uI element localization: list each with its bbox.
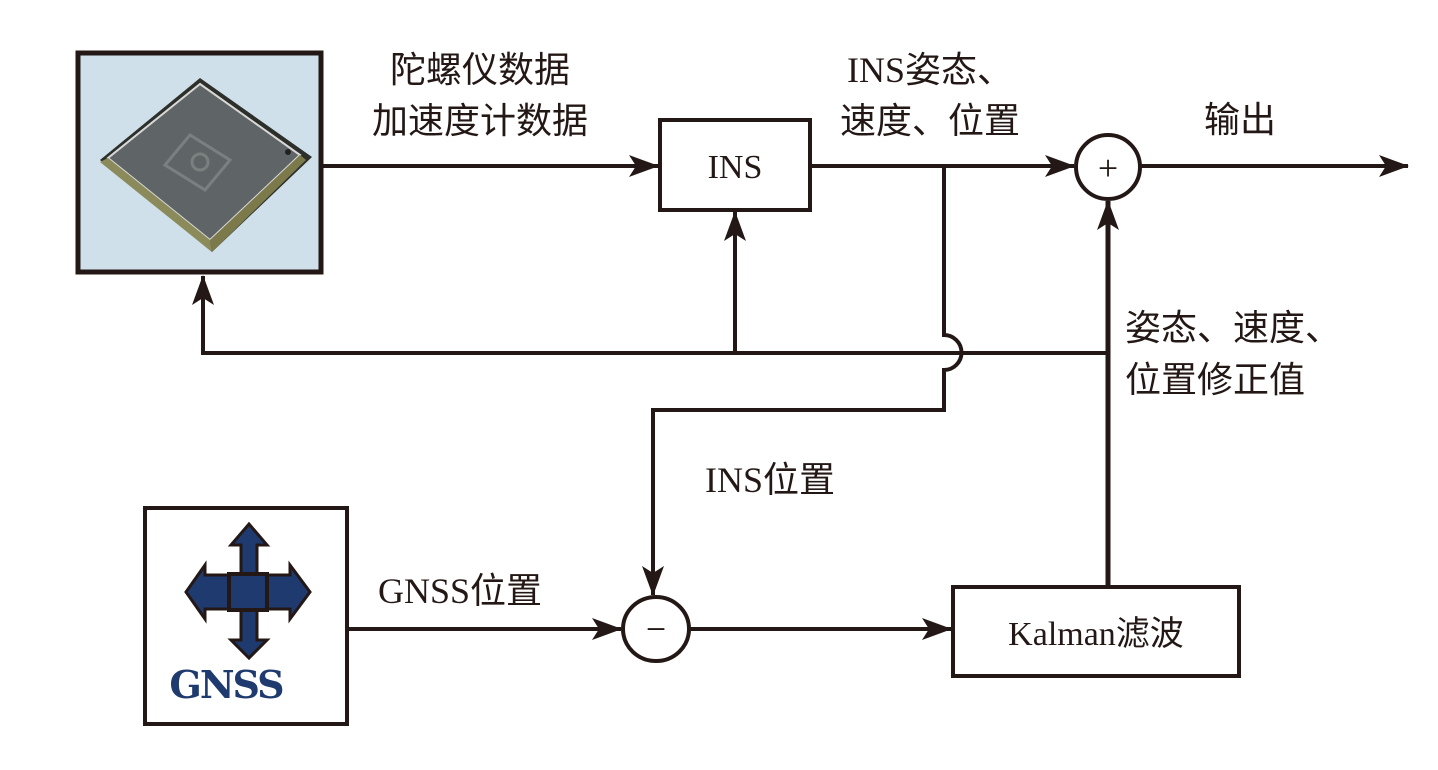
label-ins-position: INS位置: [705, 460, 835, 500]
ins-block: INS: [658, 118, 812, 212]
imu-image-block: [75, 50, 324, 275]
label-ins-state-line2: 速度、位置: [840, 101, 1020, 141]
edge-ins-position-tap: [651, 166, 964, 594]
kalman-block-frame: [951, 585, 1241, 678]
label-accel-data: 加速度计数据: [372, 101, 588, 141]
label-correction-line1: 姿态、速度、: [1125, 308, 1341, 348]
sum-symbol: +: [1098, 148, 1118, 188]
label-ins-state-line1: INS姿态、: [847, 50, 1013, 90]
label-gnss-position: GNSS位置: [378, 571, 542, 611]
sum-junction: +: [1074, 133, 1142, 201]
difference-symbol: −: [646, 609, 666, 649]
four-way-arrow-icon: [184, 521, 312, 661]
ins-block-label: INS: [708, 149, 763, 186]
imu-chip-icon: [100, 78, 312, 252]
ins-block-frame: [658, 118, 812, 212]
gnss-block: GNSS: [143, 506, 349, 726]
kalman-block-label: Kalman滤波: [1008, 615, 1184, 653]
label-output: 输出: [1204, 100, 1276, 140]
label-correction-line2: 位置修正值: [1125, 360, 1305, 400]
gnss-logo-label: GNSS: [169, 662, 283, 707]
label-gyro-data: 陀螺仪数据: [390, 50, 570, 90]
difference-junction: −: [621, 595, 691, 663]
edge-correction-feedback: [201, 278, 1108, 355]
kalman-filter-block: Kalman滤波: [951, 585, 1241, 678]
